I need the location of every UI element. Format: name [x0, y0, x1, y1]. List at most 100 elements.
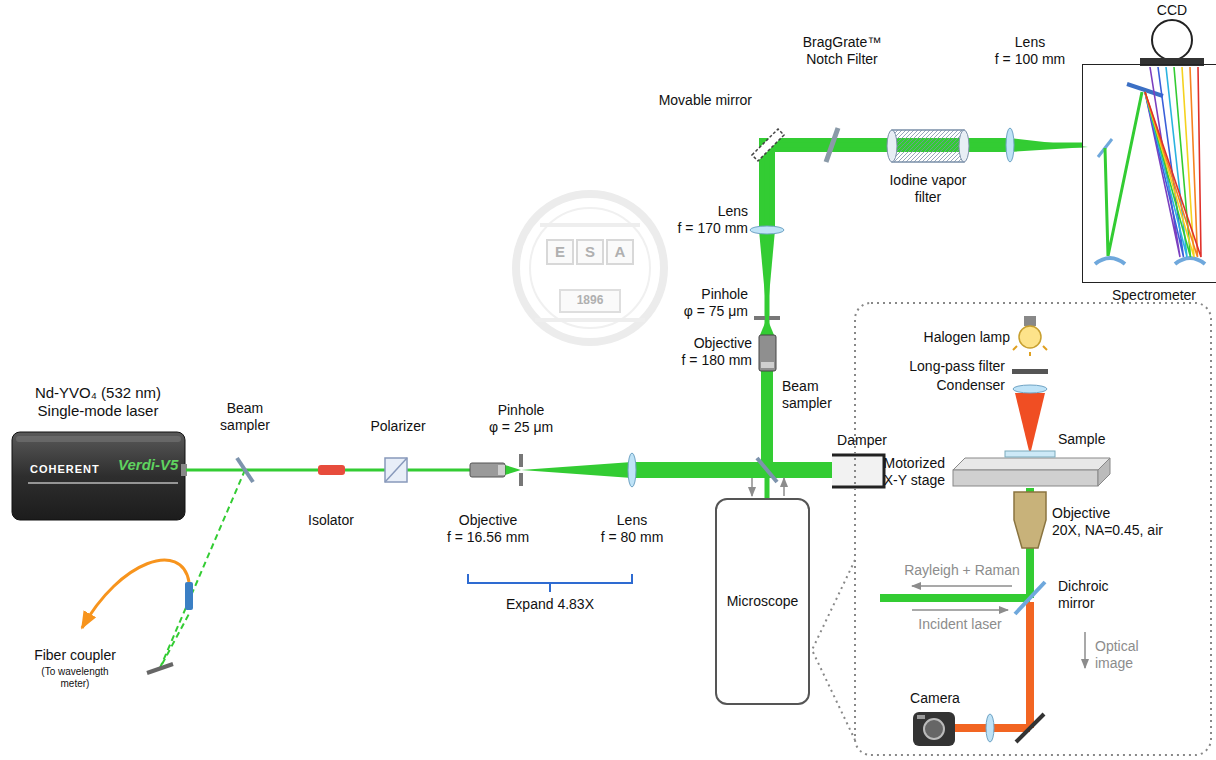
ccd-camera — [1140, 20, 1204, 66]
xy-stage — [1098, 458, 1110, 486]
laser-beam — [505, 465, 521, 475]
box-title: Spectrometer — [1082, 287, 1216, 304]
part-label: Pinhole φ = 25 μm — [489, 402, 553, 436]
xy-stage — [953, 458, 1110, 470]
label-holder: Verdi-V5 — [118, 456, 178, 474]
label-holder: Camera — [910, 690, 960, 707]
iodine-cell — [892, 130, 964, 162]
part-label: BragGrate™ Notch Filter — [803, 34, 882, 68]
dichroic-mirror — [1015, 582, 1045, 614]
part-label: Expand 4.83X — [506, 596, 594, 613]
watermark-year: 1896 — [577, 293, 604, 307]
part-label: Objective 20X, NA=0.45, air — [1052, 505, 1163, 539]
brand-logo: COHERENT — [30, 463, 100, 476]
watermark — [560, 290, 620, 312]
label-holder: 1896 — [577, 293, 604, 307]
halogen-lamp — [1019, 326, 1041, 348]
box-label: Microscope — [727, 593, 799, 610]
beam-sampler — [751, 478, 753, 496]
xy-stage — [1005, 451, 1055, 457]
label-holder: Incident laser — [918, 616, 1001, 633]
dichroic-mirror — [1015, 582, 1045, 614]
laser-head — [16, 436, 181, 442]
watermark — [547, 240, 573, 264]
part-label: Polarizer — [370, 418, 425, 435]
spectrometer-optics — [1095, 67, 1205, 264]
laser-label: Nd-YVO₄ (532 nm) Single-mode laser — [35, 384, 161, 420]
lens — [750, 226, 784, 234]
signal-label: Optical image — [1095, 638, 1139, 672]
isolator — [318, 465, 345, 475]
notch-filter — [826, 128, 838, 162]
label-holder: Objective 20X, NA=0.45, air — [1052, 505, 1163, 539]
label-holder: Dichroic mirror — [1058, 578, 1109, 612]
xy-stage — [953, 470, 1098, 486]
laser-head — [12, 432, 187, 520]
label-holder: Long-pass filter — [909, 358, 1005, 375]
box-border: Microscope — [715, 498, 810, 705]
callout-outline — [812, 560, 855, 740]
beam-sampler — [783, 478, 785, 496]
label-holder: CCD — [1157, 2, 1187, 19]
lens — [1006, 128, 1014, 162]
iodine-cell — [959, 130, 969, 162]
watermark — [535, 225, 645, 320]
lens — [628, 453, 636, 487]
label-holder: Pinhole φ = 25 μm — [489, 402, 553, 436]
condenser — [1013, 385, 1047, 393]
pinhole — [754, 316, 765, 320]
part-label: Sample — [1058, 431, 1105, 448]
watermark — [516, 194, 664, 342]
camera-icon — [917, 715, 925, 719]
fiber-coupler — [147, 664, 173, 673]
ccd-camera — [1152, 20, 1192, 60]
part-label: Beam sampler — [220, 400, 270, 434]
watermark — [607, 240, 633, 264]
part-label: Lens f = 170 mm — [678, 203, 748, 237]
label-holder: COHERENT — [30, 463, 100, 476]
pinhole — [519, 473, 523, 486]
dispersed-ray — [1145, 67, 1198, 257]
laser-beam — [521, 462, 632, 478]
pinhole — [519, 454, 523, 486]
label-holder: Lens f = 170 mm — [678, 203, 748, 237]
microscope-box: Microscope — [715, 498, 810, 705]
beam-sampler — [237, 458, 253, 482]
lens — [750, 226, 784, 234]
label-holder: Fiber coupler — [34, 647, 116, 664]
polarizer — [385, 458, 407, 482]
label-holder: Motorized X-Y stage — [884, 455, 945, 489]
isolator — [318, 465, 345, 475]
spectrometer-optics — [1175, 258, 1205, 264]
part-label: Objective f = 180 mm — [682, 335, 752, 369]
lens — [986, 714, 994, 742]
camera-icon — [913, 712, 955, 746]
objective-lens — [470, 463, 505, 477]
bracket — [468, 574, 632, 592]
part-label: Damper — [837, 432, 887, 449]
objective-lens — [761, 362, 774, 368]
part-label: Isolator — [308, 512, 354, 529]
part-label: Condenser — [937, 377, 1006, 394]
label-holder: (To wavelength meter) — [41, 666, 108, 690]
label-holder: Sample — [1058, 431, 1105, 448]
condenser — [1013, 385, 1047, 393]
label-holder: Objective f = 16.56 mm — [447, 512, 529, 546]
part-label: Objective f = 16.56 mm — [447, 512, 529, 546]
watermark-letter: S — [585, 243, 595, 261]
spectrometer-optics — [1095, 258, 1125, 264]
lens — [986, 714, 994, 742]
dispersed-light — [1145, 67, 1201, 257]
objective-20x — [1014, 492, 1046, 548]
polarizer — [385, 458, 407, 482]
beam-damper — [832, 455, 884, 487]
bracket — [468, 574, 632, 592]
signal-arrows — [912, 609, 1008, 611]
label-holder: BragGrate™ Notch Filter — [803, 34, 882, 68]
laser-head — [28, 483, 178, 484]
iodine-cell — [887, 130, 897, 162]
camera-icon — [913, 712, 955, 746]
part-label: CCD — [1157, 2, 1187, 19]
